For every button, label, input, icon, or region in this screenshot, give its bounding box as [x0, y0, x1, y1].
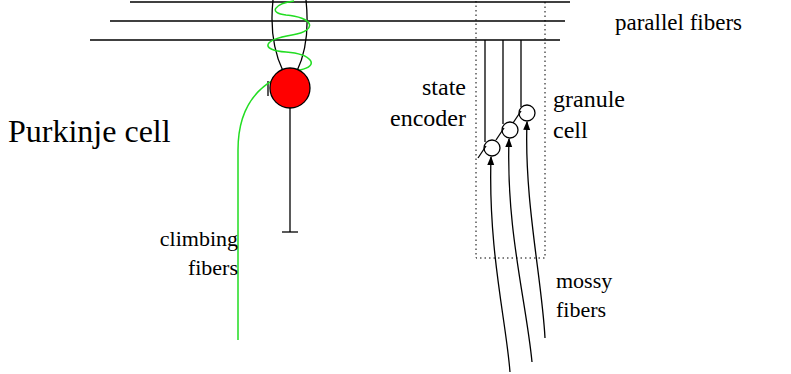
parallel-fiber-lines: [90, 2, 570, 40]
cell-label: granule cell: [553, 84, 648, 146]
state-encoder-box: [476, 0, 545, 258]
fiber-label: climbing fibers: [118, 224, 238, 282]
label-holder: mossy fibers: [556, 266, 641, 324]
cell-label: Purkinje cell: [8, 110, 171, 152]
encoder-label: state encoder: [366, 72, 466, 134]
climbing-fiber: [238, 1, 311, 340]
fiber-label: mossy fibers: [556, 266, 641, 324]
purkinje-soma: [270, 68, 310, 108]
label-holder: granule cell: [553, 84, 648, 146]
label-holder: state encoder: [366, 72, 466, 134]
purkinje-neurites: [268, 0, 307, 232]
label-holder: climbing fibers: [118, 224, 238, 282]
label-holder: Purkinje cell: [8, 110, 171, 152]
mossy-fibers: [491, 122, 545, 372]
label-holder: parallel fibers: [615, 8, 742, 38]
fiber-label: parallel fibers: [615, 8, 742, 38]
